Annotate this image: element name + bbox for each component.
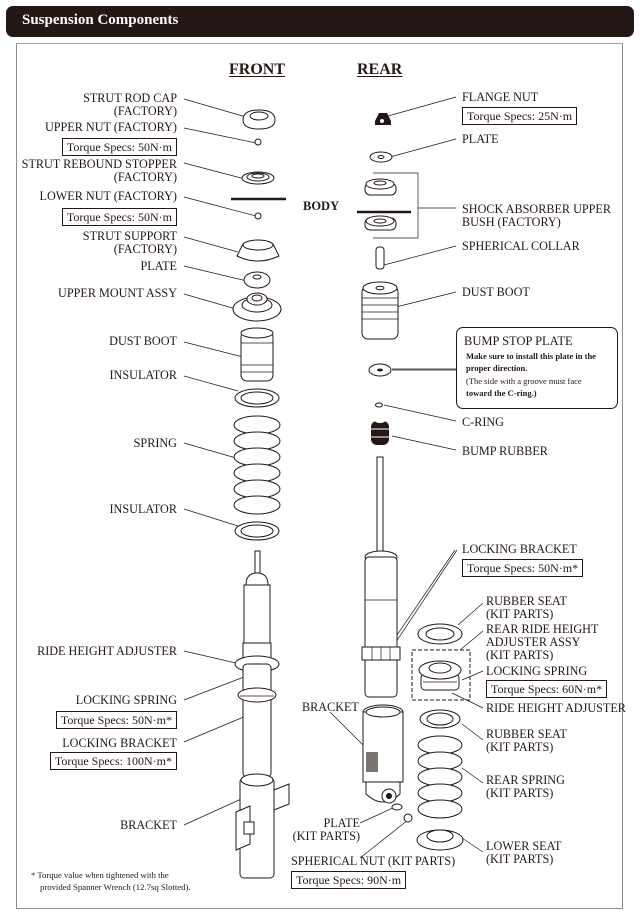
rear-lower-seat-label: LOWER SEAT (KIT PARTS)	[486, 839, 562, 866]
front-strut-rebound-stopper-label: STRUT REBOUND STOPPER (FACTORY)	[21, 157, 177, 184]
rear-upper-rubber-seat-part	[417, 623, 463, 645]
front-dust-boot-label: DUST BOOT	[109, 334, 177, 348]
front-upper-mount-assy-part	[232, 292, 282, 322]
front-upper-nut-part	[254, 138, 262, 146]
body-label: BODY	[303, 199, 340, 213]
front-lower-insulator-label: INSULATOR	[109, 502, 178, 516]
front-upper-nut-torque: Torque Specs: 50N·m	[61, 138, 177, 156]
front-shock-absorber-part	[234, 550, 280, 778]
front-ride-height-adjuster-label: RIDE HEIGHT ADJUSTER	[37, 644, 177, 658]
rear-lower-rubber-seat-part	[419, 709, 461, 729]
rear-ride-height-adjuster-assy-label: REAR RIDE HEIGHT ADJUSTER ASSY (KIT PART…	[486, 622, 599, 662]
rear-locking-bracket-torque: Torque Specs: 50N·m*	[462, 559, 584, 577]
front-upper-insulator-part	[234, 388, 280, 408]
front-upper-mount-assy-label: UPPER MOUNT ASSY	[58, 286, 177, 300]
rear-bump-stop-plate-part	[368, 363, 392, 377]
front-spring-part	[233, 415, 281, 515]
rear-spherical-nut-torque: Torque Specs: 90N·m	[291, 871, 407, 889]
rear-dust-boot-part	[361, 281, 399, 340]
front-strut-support-part	[236, 239, 280, 262]
rear-spherical-nut-part	[403, 813, 413, 823]
rear-locking-bracket-label: LOCKING BRACKET	[462, 542, 577, 556]
rear-locking-spring-label: LOCKING SPRING	[486, 664, 588, 678]
torque-footnote-line-1: * Torque value when tightened with the	[31, 870, 169, 880]
front-upper-insulator-label: INSULATOR	[109, 368, 178, 382]
front-lower-insulator-part	[234, 521, 280, 541]
rear-spring-part	[417, 735, 463, 819]
rear-c-ring-part	[375, 402, 383, 408]
front-heading: FRONT	[229, 61, 285, 78]
front-upper-nut-label: UPPER NUT (FACTORY)	[44, 120, 177, 134]
rear-upper-rubber-seat-label: RUBBER SEAT (KIT PARTS)	[486, 594, 567, 621]
rear-lower-seat-part	[416, 829, 464, 851]
rear-ride-height-adjuster-label: RIDE HEIGHT ADJUSTER	[486, 701, 626, 715]
front-strut-rod-cap-label: STRUT ROD CAP (FACTORY)	[83, 91, 177, 118]
section-header: Suspension Components	[6, 6, 634, 37]
rear-spherical-collar-label: SPHERICAL COLLAR	[462, 239, 580, 253]
rear-spherical-collar-part	[375, 246, 385, 270]
front-strut-rod-cap-part	[242, 109, 276, 130]
rear-bracket-part	[362, 704, 404, 804]
rear-heading: REAR	[357, 61, 403, 78]
torque-footnote-line-2: provided Spanner Wrench (12.7sq Slotted)…	[40, 882, 191, 892]
rear-spring-label: REAR SPRING (KIT PARTS)	[486, 773, 565, 800]
front-lower-nut-torque: Torque Specs: 50N·m	[61, 208, 177, 226]
front-plate-part	[243, 271, 271, 289]
bump-stop-note-line: proper direction.	[466, 363, 528, 373]
bump-stop-plate-note: BUMP STOP PLATE Make sure to install thi…	[456, 327, 618, 409]
front-leader-lines	[183, 98, 257, 826]
rear-leader-lines	[329, 96, 484, 859]
rear-flange-nut-label: FLANGE NUT	[462, 90, 539, 104]
rear-plate-label: PLATE	[462, 132, 499, 146]
front-lower-nut-label: LOWER NUT (FACTORY)	[39, 189, 177, 203]
rear-bump-rubber-label: BUMP RUBBER	[462, 444, 548, 458]
bump-stop-note-line: toward the C-ring.)	[466, 388, 537, 398]
front-locking-spring-torque: Torque Specs: 50N·m*	[55, 711, 177, 729]
front-dust-boot-part	[240, 327, 274, 382]
front-strut-rebound-stopper-part	[241, 171, 275, 185]
rear-bump-rubber-part	[371, 419, 389, 445]
section-title: Suspension Components	[22, 12, 179, 28]
rear-spherical-nut-label: SPHERICAL NUT (KIT PARTS)	[291, 854, 456, 868]
rear-upper-bush-label: SHOCK ABSORBER UPPER BUSH (FACTORY)	[462, 202, 612, 229]
rear-shock-absorber-part	[361, 456, 401, 698]
rear-kit-plate-part	[391, 803, 403, 811]
front-locking-spring-label: LOCKING SPRING	[75, 693, 177, 707]
rear-lower-rubber-seat-label: RUBBER SEAT (KIT PARTS)	[486, 727, 567, 754]
rear-locking-spring-torque: Torque Specs: 60N·m*	[486, 680, 608, 698]
bump-stop-note-title: BUMP STOP PLATE	[464, 334, 573, 348]
rear-flange-nut-part	[375, 113, 391, 125]
rear-flange-nut-torque: Torque Specs: 25N·m	[462, 107, 578, 125]
front-locking-bracket-label: LOCKING BRACKET	[62, 736, 177, 750]
front-strut-support-label: STRUT SUPPORT (FACTORY)	[82, 229, 177, 256]
front-lower-nut-part	[254, 212, 262, 220]
front-bracket-label: BRACKET	[120, 818, 177, 832]
rear-bracket-label: BRACKET	[302, 700, 359, 714]
rear-c-ring-label: C-RING	[462, 415, 504, 429]
front-bracket-part	[235, 773, 290, 879]
rear-ride-height-adjuster-assy-part	[418, 660, 462, 691]
bump-stop-note-line: (The side with a groove must face	[466, 376, 582, 386]
bump-stop-note-line: Make sure to install this plate in the	[466, 351, 596, 361]
front-plate-label: PLATE	[140, 259, 177, 273]
front-spring-label: SPRING	[133, 436, 177, 450]
rear-dust-boot-label: DUST BOOT	[462, 285, 530, 299]
front-locking-bracket-torque: Torque Specs: 100N·m*	[49, 752, 177, 770]
rear-kit-plate-label: PLATE (KIT PARTS)	[292, 816, 360, 843]
rear-upper-bush-part	[357, 178, 411, 231]
rear-plate-part	[369, 151, 393, 163]
diagram-frame	[16, 43, 623, 909]
